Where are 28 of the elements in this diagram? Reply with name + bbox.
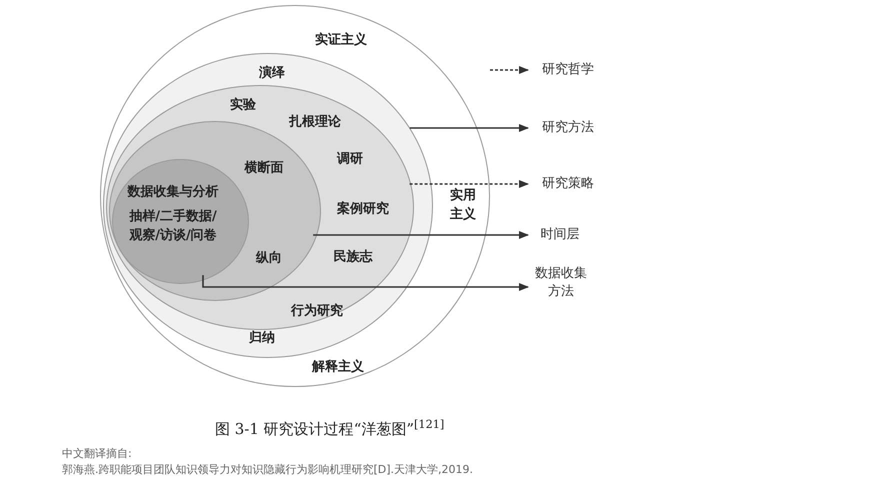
arrow — [410, 124, 529, 132]
arrow — [202, 275, 529, 291]
arrow — [410, 180, 529, 188]
layer-label: 扎根理论 — [289, 114, 341, 132]
layer-label: 案例研究 — [337, 200, 389, 219]
layer-label: 实用主义 — [449, 187, 477, 224]
stage-label: 研究方法 — [530, 118, 606, 138]
layer-label: 行为研究 — [291, 302, 343, 321]
stage-label: 数据收集方法 — [530, 262, 592, 304]
source-note: 郭海燕.跨职能项目团队知识领导力对知识隐藏行为影响机理研究[D].天津大学,2019. — [62, 462, 474, 478]
layer-label: 纵向 — [256, 250, 282, 268]
layer-label: 调研 — [337, 150, 363, 169]
layer-label: 演绎 — [259, 64, 285, 83]
layer-label: 横断面 — [244, 160, 284, 178]
layer-label: 归纳 — [249, 330, 275, 348]
layer-label: 实证主义 — [315, 32, 367, 50]
figure-caption: 图 3-1 研究设计过程“洋葱图”$^{[121]}$ — [215, 418, 444, 440]
layer-label: 民族志 — [334, 248, 372, 267]
stage-label: 研究策略 — [530, 174, 606, 194]
arrow — [490, 66, 529, 74]
layer-label: 实验 — [230, 96, 256, 115]
layer-label: 抽样/二手数据/观察/访谈/问卷 — [128, 208, 218, 245]
layer-label: 解释主义 — [312, 358, 364, 377]
layer-label: 数据收集与分析 — [126, 184, 220, 202]
stage-label: 研究哲学 — [530, 60, 606, 80]
source-note: 中文翻译摘自: — [62, 446, 132, 462]
arrow — [313, 231, 529, 239]
stage-label: 时间层 — [530, 225, 590, 245]
